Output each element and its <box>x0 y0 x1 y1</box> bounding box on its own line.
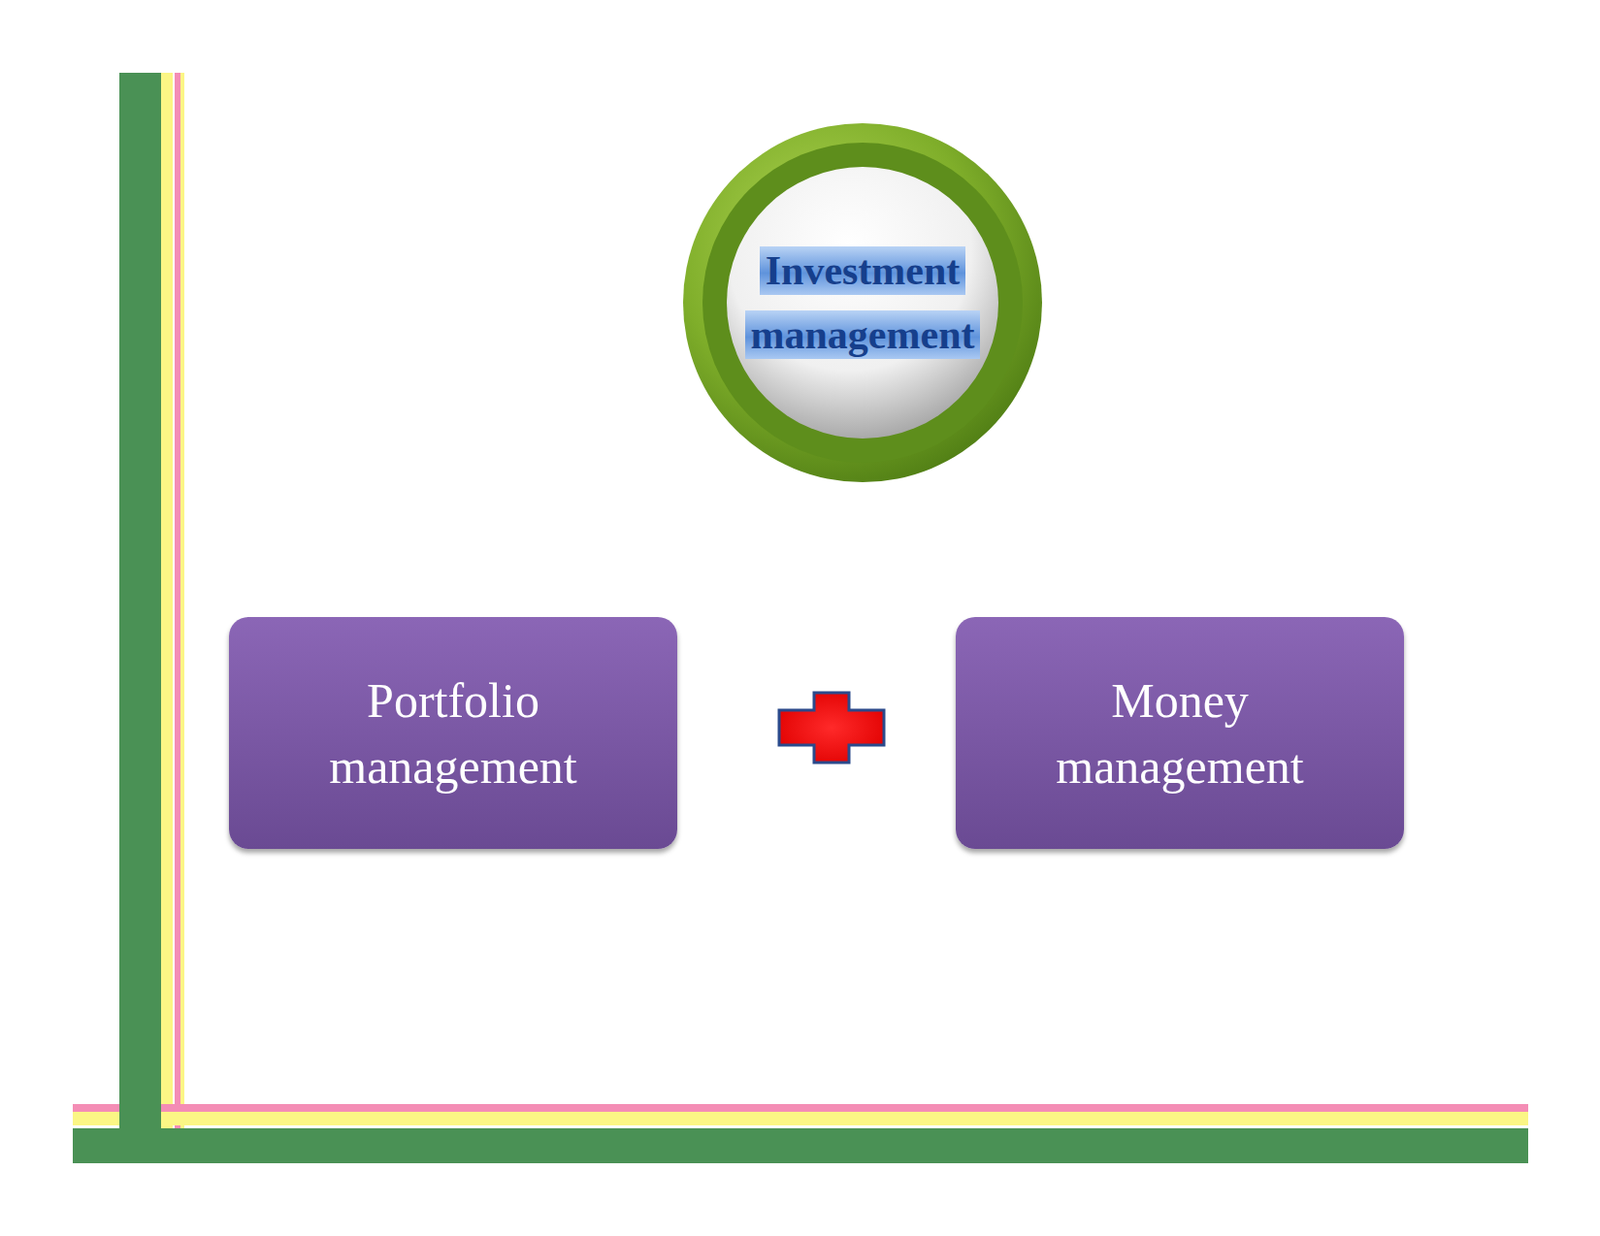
process-box: Portfolio management <box>228 617 678 849</box>
green-band <box>119 1104 162 1164</box>
green-band <box>72 1128 1529 1164</box>
ring-shape <box>681 121 1045 485</box>
yellow-band <box>161 72 173 1164</box>
yellow-band <box>72 1111 1529 1126</box>
green-band <box>119 72 162 1164</box>
green-ring <box>683 123 1043 483</box>
pink-band <box>174 72 181 1164</box>
white-sphere <box>726 166 999 439</box>
pink-band <box>72 1104 1529 1112</box>
plus-symbol <box>779 692 884 763</box>
box-label: Portfolio management <box>297 667 609 800</box>
yellow-band <box>180 72 185 1164</box>
circle-label: Investment management <box>745 246 981 360</box>
circle-label-block: Investment management <box>702 238 1023 367</box>
box-label: Money management <box>1024 667 1336 800</box>
circle-node: Investment management <box>681 121 1045 485</box>
ring-inner-edge <box>702 142 1023 463</box>
process-box: Money management <box>955 617 1405 849</box>
